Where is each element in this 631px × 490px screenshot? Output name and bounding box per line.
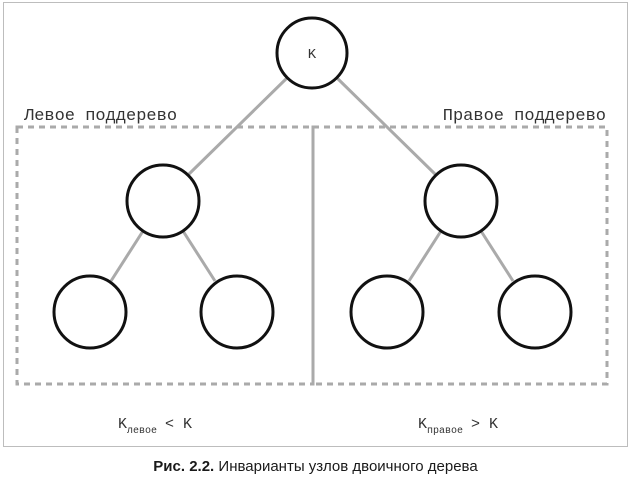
right-invariant: Kправое > K — [418, 416, 498, 437]
right-invariant-key: K — [418, 416, 427, 433]
right-invariant-subscript: правое — [427, 426, 463, 437]
right-invariant-relation: > K — [471, 416, 498, 433]
edge-right-rightleaf — [479, 230, 515, 282]
edge-left-rightleaf — [181, 230, 217, 282]
left-left-leaf-node — [52, 274, 128, 350]
edge-root-left — [186, 75, 290, 177]
left-invariant-key: K — [118, 416, 127, 433]
left-subtree-label: Левое поддерево — [23, 107, 177, 126]
edge-root-right — [334, 75, 438, 177]
binary-tree-diagram: K Левое поддерево Правое поддерево Kлево… — [3, 2, 628, 447]
right-right-leaf-node — [497, 274, 573, 350]
root-node — [275, 16, 349, 90]
figure-number: Рис. 2.2. — [153, 458, 215, 475]
figure-frame — [3, 2, 628, 447]
left-child-node — [125, 163, 201, 239]
edge-left-leftleaf — [109, 230, 145, 282]
edge-right-leftleaf — [407, 230, 443, 282]
left-invariant: Kлевое < K — [118, 416, 192, 437]
figure-caption-text: Инварианты узлов двоичного дерева — [218, 458, 478, 475]
left-invariant-subscript: левое — [127, 426, 157, 437]
right-subtree-label: Правое поддерево — [443, 107, 606, 126]
figure-caption: Рис. 2.2. Инварианты узлов двоичного дер… — [0, 458, 631, 475]
right-subtree-box — [311, 125, 609, 386]
left-subtree-box — [15, 125, 315, 386]
left-invariant-relation: < K — [165, 416, 192, 433]
left-right-leaf-node — [199, 274, 275, 350]
right-left-leaf-node — [349, 274, 425, 350]
root-node-label: K — [308, 47, 317, 63]
right-child-node — [423, 163, 499, 239]
